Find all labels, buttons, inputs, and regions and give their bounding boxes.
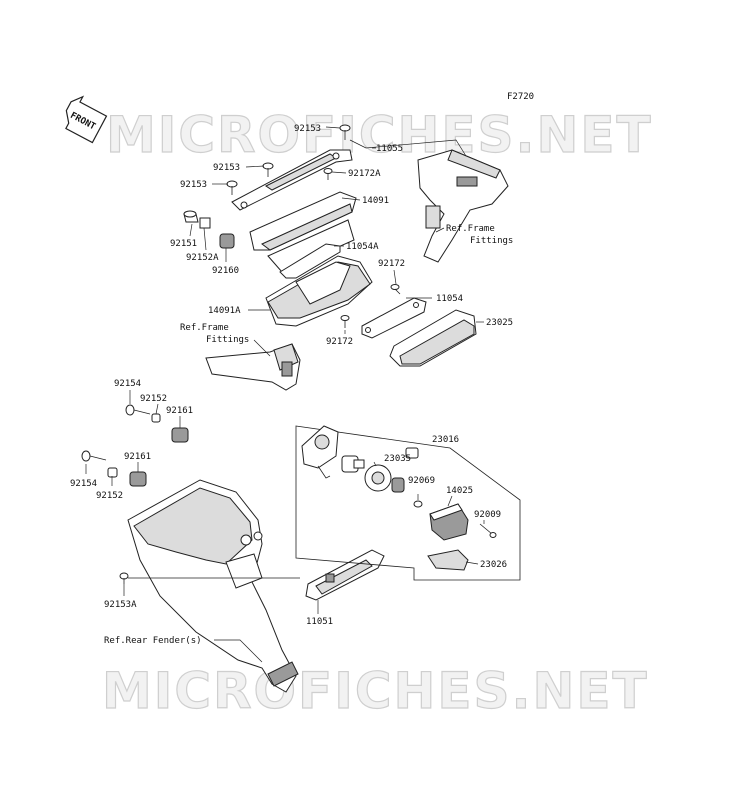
- label-ref-frame-2: Ref.Frame: [180, 323, 229, 333]
- label-92009: 92009: [474, 510, 501, 520]
- label-92161-a: 92161: [166, 406, 193, 416]
- bulb-front-23016: [405, 447, 419, 459]
- grommet-92161-a: [171, 427, 189, 443]
- label-92172-b: 92172: [326, 337, 353, 347]
- label-92161-b: 92161: [124, 452, 151, 462]
- cover-14091: [249, 191, 357, 273]
- grab-rail-right: [417, 149, 509, 263]
- label-11055: 11055: [376, 144, 403, 154]
- label-92153-top: 92153: [294, 124, 321, 134]
- watermark-bottom: MICROFICHES.NET: [102, 662, 649, 720]
- label-92172A: 92172A: [348, 169, 381, 179]
- bolt-92154-b: [81, 450, 107, 462]
- label-11051: 11051: [306, 617, 333, 627]
- collar-92152A: [199, 217, 211, 229]
- label-92153A: 92153A: [104, 600, 137, 610]
- lamp-holder-23035: [364, 464, 392, 492]
- rear-fender: [127, 479, 299, 693]
- label-92152A: 92152A: [186, 253, 219, 263]
- screw-92172-b: [340, 315, 350, 328]
- screw-92153A: [119, 572, 129, 584]
- leader-lines: [85, 126, 485, 663]
- bracket-11054: [361, 297, 427, 339]
- screw-92172-a: [390, 284, 401, 295]
- grommet-92161-b: [129, 471, 147, 487]
- label-92154-a: 92154: [114, 379, 141, 389]
- bracket-11055: [231, 149, 353, 211]
- bracket-11054A: [279, 243, 341, 279]
- label-92160: 92160: [212, 266, 239, 276]
- license-light-base-23016: [301, 425, 339, 479]
- screw-92172A: [323, 168, 333, 180]
- label-92153-b: 92153: [213, 163, 240, 173]
- label-11054: 11054: [436, 294, 463, 304]
- label-ref-frame-1: Ref.Frame: [446, 224, 495, 234]
- washer-92069: [413, 500, 423, 508]
- socket-23016: [341, 455, 365, 473]
- label-23026: 23026: [480, 560, 507, 570]
- label-92172-a: 92172: [378, 259, 405, 269]
- label-14025: 14025: [446, 486, 473, 496]
- screw-92153-c: [226, 180, 238, 195]
- label-23035: 23035: [384, 454, 411, 464]
- label-92151: 92151: [170, 239, 197, 249]
- label-14091: 14091: [362, 196, 389, 206]
- cover-23026: [427, 549, 469, 571]
- label-92152-a: 92152: [140, 394, 167, 404]
- label-11054A: 11054A: [346, 242, 379, 252]
- license-bracket-11051: [305, 549, 385, 601]
- collar-92152-b: [107, 467, 118, 478]
- label-23025: 23025: [486, 318, 513, 328]
- label-23016: 23016: [432, 435, 459, 445]
- screw-92009: [479, 523, 497, 538]
- bulb-23035: [391, 477, 405, 493]
- taillight-housing-14091A: [265, 255, 373, 327]
- front-arrow-badge: FRONT: [65, 95, 108, 144]
- label-fittings-1: Fittings: [470, 236, 513, 246]
- label-92152-b: 92152: [96, 491, 123, 501]
- bolt-92151: [183, 210, 199, 223]
- label-92069: 92069: [408, 476, 435, 486]
- screw-92153-b: [262, 162, 274, 177]
- label-92154-b: 92154: [70, 479, 97, 489]
- label-ref-rear-fender: Ref.Rear Fender(s): [104, 636, 202, 646]
- bolt-92154-a: [125, 404, 151, 416]
- figure-code: F2720: [507, 92, 534, 102]
- grab-rail-left: [205, 343, 301, 391]
- lens-14025: [429, 503, 469, 541]
- collar-92152-a: [151, 413, 161, 423]
- screw-92153-top: [339, 124, 351, 140]
- watermark-top: MICROFICHES.NET: [106, 106, 653, 164]
- label-fittings-2: Fittings: [206, 335, 249, 345]
- label-14091A: 14091A: [208, 306, 241, 316]
- label-92153-c: 92153: [180, 180, 207, 190]
- grommet-92160: [219, 233, 235, 249]
- license-light-group-frame: [295, 425, 521, 581]
- taillight-lens-23025: [389, 309, 477, 367]
